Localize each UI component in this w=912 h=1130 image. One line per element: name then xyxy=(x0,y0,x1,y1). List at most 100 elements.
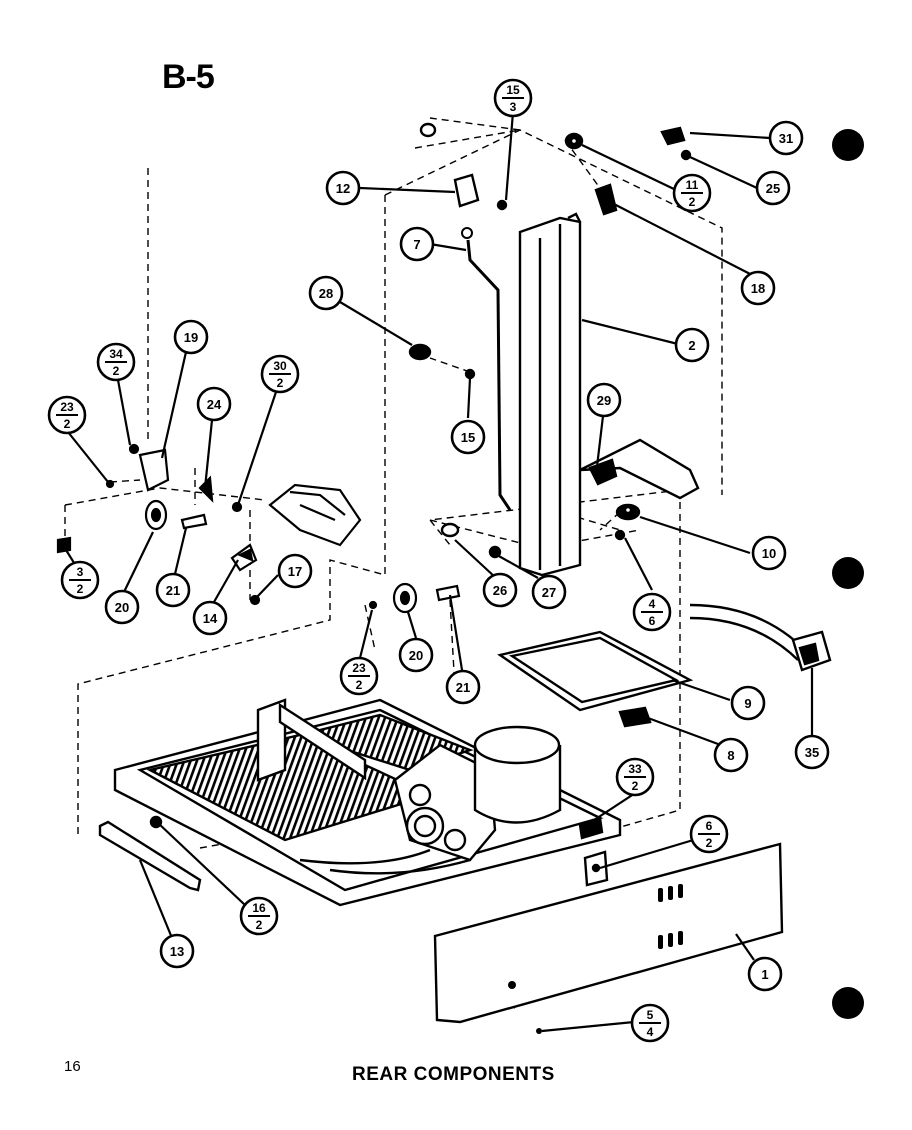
callout-circle xyxy=(398,637,434,673)
callout-quantity: 2 xyxy=(706,836,713,850)
callout-quantity: 6 xyxy=(649,614,656,628)
top-small-parts xyxy=(408,122,692,380)
callout-part-number: 35 xyxy=(805,745,819,760)
callout-30-of-2: 302 xyxy=(260,354,300,394)
callout-33-of-2: 332 xyxy=(615,757,655,797)
callout-15: 15 xyxy=(450,419,486,455)
callout-circle xyxy=(586,382,622,418)
callout-circle xyxy=(751,535,787,571)
callout-quantity: 2 xyxy=(256,918,263,932)
callout-circle xyxy=(173,319,209,355)
compressor xyxy=(473,745,562,824)
callout-34-of-2: 342 xyxy=(96,342,136,382)
binder-hole-bottom xyxy=(832,987,864,1019)
callout-31: 31 xyxy=(768,120,804,156)
drain-tube xyxy=(466,239,512,511)
binder-hole-middle xyxy=(832,557,864,589)
callout-27: 27 xyxy=(531,574,567,610)
callout-1: 1 xyxy=(747,956,783,992)
callout-part-number: 30 xyxy=(273,359,287,373)
callout-part-number: 20 xyxy=(115,600,129,615)
callout-2: 2 xyxy=(674,327,710,363)
callout-circle xyxy=(450,419,486,455)
callout-circle xyxy=(325,170,361,206)
callout-11-of-2: 112 xyxy=(672,173,712,213)
callout-circle xyxy=(755,170,791,206)
rear-duct-bracket xyxy=(518,212,582,577)
callout-14: 14 xyxy=(192,600,228,636)
callout-part-number: 21 xyxy=(166,583,180,598)
callout-circle xyxy=(192,600,228,636)
callout-part-number: 8 xyxy=(727,748,734,763)
callout-5-of-4: 54 xyxy=(630,1003,670,1043)
callout-part-number: 15 xyxy=(461,430,475,445)
callout-part-number: 13 xyxy=(170,944,184,959)
callout-quantity: 2 xyxy=(277,376,284,390)
callout-part-number: 10 xyxy=(762,546,776,561)
page-number: 16 xyxy=(64,1058,81,1075)
callout-part-number: 3 xyxy=(77,565,84,579)
callout-part-number: 23 xyxy=(60,400,74,414)
callout-26: 26 xyxy=(482,572,518,608)
fan-motor-assembly xyxy=(56,443,461,614)
callout-part-number: 26 xyxy=(493,583,507,598)
callout-part-number: 4 xyxy=(649,597,656,611)
leader-lines xyxy=(65,111,814,1033)
callout-28: 28 xyxy=(308,275,344,311)
callout-35: 35 xyxy=(794,734,830,770)
callout-part-number: 9 xyxy=(744,696,751,711)
callout-19: 19 xyxy=(173,319,209,355)
callout-part-number: 15 xyxy=(506,83,520,97)
callout-quantity: 3 xyxy=(510,100,517,114)
callout-part-number: 29 xyxy=(597,393,611,408)
callout-16-of-2: 162 xyxy=(239,896,279,936)
callout-part-number: 28 xyxy=(319,286,333,301)
callout-part-number: 14 xyxy=(203,611,218,626)
callout-21-left: 21 xyxy=(155,572,191,608)
callout-18: 18 xyxy=(740,270,776,306)
callout-23-of-2-left: 232 xyxy=(47,395,87,435)
callout-circle xyxy=(713,737,749,773)
callout-25: 25 xyxy=(755,170,791,206)
callout-circle xyxy=(794,734,830,770)
callout-circle xyxy=(196,386,232,422)
callout-part-number: 17 xyxy=(288,564,302,579)
callout-3-of-2: 32 xyxy=(60,560,100,600)
callout-quantity: 2 xyxy=(64,417,71,431)
callout-circle xyxy=(531,574,567,610)
callout-part-number: 34 xyxy=(109,347,123,361)
callout-12: 12 xyxy=(325,170,361,206)
callout-21-center: 21 xyxy=(445,669,481,705)
callout-quantity: 2 xyxy=(689,195,696,209)
callout-circle xyxy=(674,327,710,363)
callout-part-number: 23 xyxy=(352,661,366,675)
base-rail-bracket xyxy=(98,815,202,892)
callout-part-number: 1 xyxy=(761,967,768,982)
callout-20-left: 20 xyxy=(104,589,140,625)
callout-7: 7 xyxy=(399,226,435,262)
callout-part-number: 33 xyxy=(628,762,642,776)
callout-10: 10 xyxy=(751,535,787,571)
callout-8: 8 xyxy=(713,737,749,773)
callout-part-number: 19 xyxy=(184,330,198,345)
binder-hole-top xyxy=(832,129,864,161)
callout-circle xyxy=(399,226,435,262)
page-title: REAR COMPONENTS xyxy=(352,1064,555,1085)
callout-quantity: 2 xyxy=(113,364,120,378)
callout-29: 29 xyxy=(586,382,622,418)
callout-quantity: 2 xyxy=(632,779,639,793)
callout-part-number: 31 xyxy=(779,131,793,146)
machine-compartment-base xyxy=(113,698,622,907)
callout-part-number: 20 xyxy=(409,648,423,663)
callout-quantity: 2 xyxy=(356,678,363,692)
callout-circle xyxy=(730,685,766,721)
callout-circle xyxy=(159,933,195,969)
drain-pan xyxy=(440,522,694,728)
callout-part-number: 7 xyxy=(413,237,420,252)
rear-access-panel xyxy=(433,842,784,1034)
callout-20-center: 20 xyxy=(398,637,434,673)
callout-part-number: 18 xyxy=(751,281,765,296)
callout-part-number: 24 xyxy=(207,397,222,412)
callout-part-number: 25 xyxy=(766,181,780,196)
